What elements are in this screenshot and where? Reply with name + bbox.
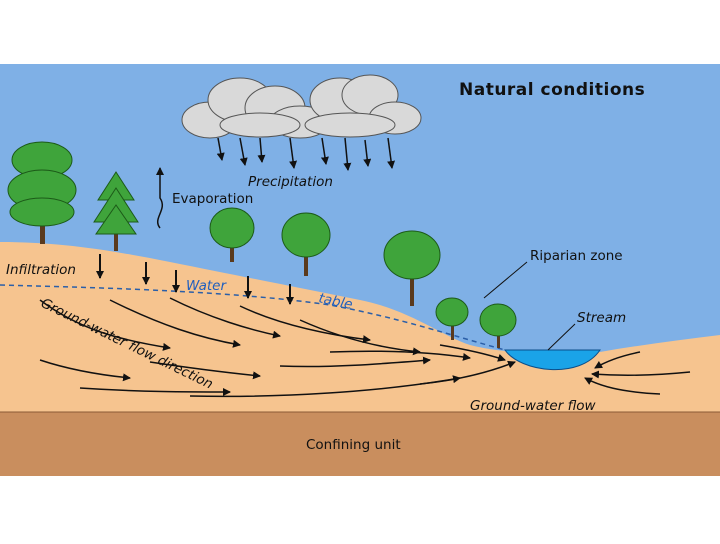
infiltration-label: Infiltration (6, 262, 76, 278)
water-label: Water (186, 278, 227, 294)
diagram-title: Natural conditions (459, 80, 645, 100)
evaporation-label: Evaporation (172, 191, 253, 207)
gw-flow-label: Ground-water flow (470, 398, 597, 414)
stream-label: Stream (577, 310, 626, 326)
riparian-zone-label: Riparian zone (530, 248, 623, 264)
precipitation-label: Precipitation (248, 174, 333, 190)
confining-unit-label: Confining unit (306, 437, 401, 453)
